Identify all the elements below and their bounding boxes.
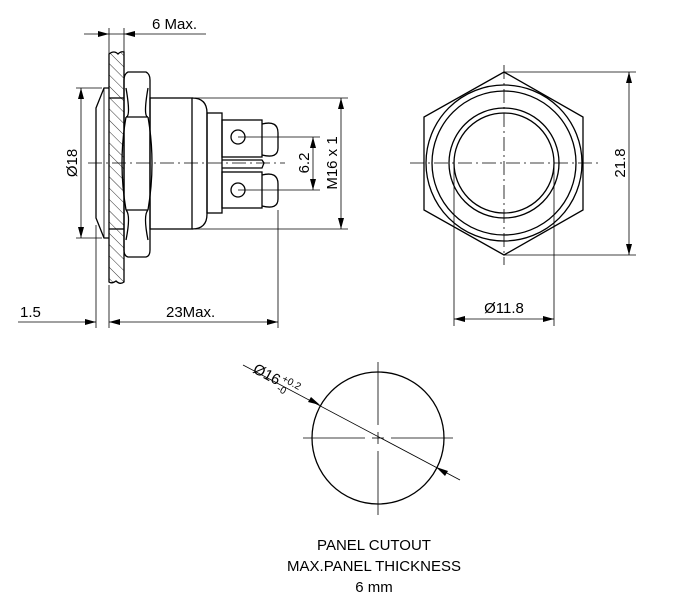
terminal-upper bbox=[221, 119, 279, 158]
cutout-caption-line2: MAX.PANEL THICKNESS bbox=[287, 558, 461, 575]
cutout-caption-line3: 6 mm bbox=[355, 579, 393, 596]
head-height-label: 1.5 bbox=[20, 304, 41, 321]
switch-back bbox=[191, 97, 208, 230]
panel-cutout: Ø16 +0.2 -0 PANEL CUTOUT MAX.PANEL THICK… bbox=[242, 361, 461, 596]
head-diameter-label: Ø18 bbox=[64, 149, 81, 177]
switch-body bbox=[149, 97, 193, 230]
hex-size-label: 21.8 bbox=[612, 148, 629, 177]
hex-nut bbox=[121, 71, 153, 258]
side-view: 6 Max. Ø18 M16 x 1 6.2 1.5 23Max. bbox=[18, 16, 348, 328]
button-diameter-label: Ø11.8 bbox=[484, 300, 524, 317]
panel-section bbox=[108, 51, 125, 284]
terminal-pitch-label: 6.2 bbox=[296, 153, 313, 174]
thread-label: M16 x 1 bbox=[324, 136, 341, 189]
panel-thickness-label: 6 Max. bbox=[152, 16, 197, 33]
front-view: 21.8 Ø11.8 bbox=[410, 65, 636, 326]
length-label: 23Max. bbox=[166, 304, 215, 321]
cutout-caption-line1: PANEL CUTOUT bbox=[317, 537, 431, 554]
